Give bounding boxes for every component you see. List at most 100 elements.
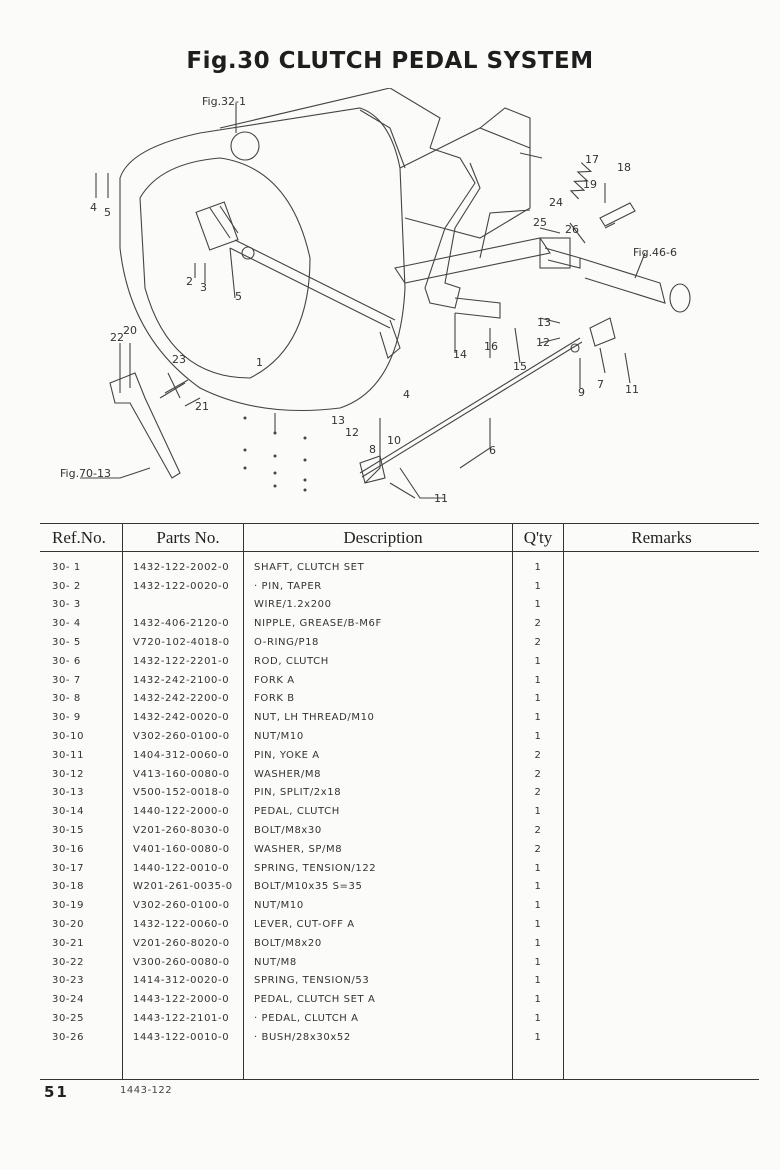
- ref-no-cell: 30-11: [52, 749, 85, 761]
- callout: 25: [533, 216, 547, 229]
- parts-no-cell: V413-160-0080-0: [122, 764, 244, 784]
- callout: 2: [186, 275, 193, 288]
- remarks-cell: [563, 821, 759, 840]
- parts-no-cell: 1432-242-0020-0: [122, 708, 244, 728]
- description-cell: WIRE/1.2x200: [243, 595, 513, 615]
- parts-no-cell: V401-160-0080-0: [122, 839, 244, 859]
- parts-no-cell: 1404-312-0060-0: [122, 745, 244, 765]
- callout: 12: [536, 336, 550, 349]
- qty-cell: 1: [512, 1009, 564, 1028]
- description-cell: PIN, YOKE A: [243, 745, 513, 765]
- description-cell: SPRING, TENSION/53: [243, 971, 513, 991]
- description-cell: NUT/M8: [243, 952, 513, 972]
- callout: 22: [110, 331, 124, 344]
- callout: 26: [565, 223, 579, 236]
- remarks-cell: [563, 651, 759, 671]
- description-cell: LEVER, CUT-OFF A: [243, 915, 513, 934]
- callout: 9: [578, 386, 585, 399]
- figure-title: Fig.30 CLUTCH PEDAL SYSTEM: [186, 48, 594, 74]
- parts-no-cell: W201-261-0035-0: [122, 877, 244, 897]
- parts-no-cell: 1443-122-0010-0: [122, 1027, 244, 1047]
- callout: 5: [235, 290, 242, 303]
- ref-no-cell: 30- 6: [52, 655, 81, 667]
- qty-cell: 1: [512, 558, 564, 577]
- ref-no-cell: 30-22: [52, 956, 85, 968]
- remarks-cell: [563, 783, 759, 803]
- ref-no-cell: 30-21: [52, 937, 85, 949]
- table-end-row: [40, 1046, 759, 1080]
- ref-no-cell: 30-17: [52, 862, 85, 874]
- parts-no-cell: V201-260-8020-0: [122, 933, 244, 953]
- remarks-cell: [563, 595, 759, 615]
- qty-cell: 1: [512, 689, 564, 709]
- header-ref-no: Ref.No.: [40, 523, 123, 552]
- description-cell: FORK A: [243, 670, 513, 690]
- description-cell: PEDAL, CLUTCH SET A: [243, 990, 513, 1010]
- remarks-cell: [563, 633, 759, 652]
- parts-no-cell: [122, 595, 244, 615]
- parts-no-cell: 1432-122-2002-0: [122, 558, 244, 577]
- parts-no-cell: 1440-122-0010-0: [122, 858, 244, 878]
- callout-numbers: 4 5 2 3 5 1 17 18 19 24 25 26 13 12 14 1…: [90, 153, 639, 505]
- qty-cell: 2: [512, 821, 564, 840]
- ref-no-cell: 30-25: [52, 1013, 85, 1025]
- callout: 14: [453, 348, 467, 361]
- parts-no-cell: 1432-122-0020-0: [122, 576, 244, 596]
- ref-no-cell: 30-15: [52, 825, 85, 837]
- description-cell: ROD, CLUTCH: [243, 651, 513, 671]
- qty-cell: 1: [512, 595, 564, 615]
- description-cell: · BUSH/28x30x52: [243, 1027, 513, 1047]
- qty-cell: 1: [512, 971, 564, 991]
- header-qty: Q'ty: [512, 523, 564, 552]
- qty-cell: 2: [512, 764, 564, 784]
- callout: 23: [172, 353, 186, 366]
- ref-no-cell: 30-19: [52, 900, 85, 912]
- description-cell: NUT, LH THREAD/M10: [243, 708, 513, 728]
- description-cell: BOLT/M10x35 S=35: [243, 877, 513, 897]
- table-header-row: Ref.No. Parts No. Description Q'ty Remar…: [40, 523, 759, 552]
- ref-no-cell: 30-18: [52, 881, 85, 893]
- header-description: Description: [243, 523, 513, 552]
- ref-no-cell: 30-20: [52, 919, 85, 931]
- description-cell: SHAFT, CLUTCH SET: [243, 558, 513, 577]
- remarks-cell: [563, 708, 759, 728]
- remarks-cell: [563, 689, 759, 709]
- description-cell: · PIN, TAPER: [243, 576, 513, 596]
- callout: 12: [345, 426, 359, 439]
- ref-fig32-label: Fig.32-1: [202, 95, 246, 108]
- parts-table: Ref.No. Parts No. Description Q'ty Remar…: [40, 523, 759, 1080]
- parts-no-cell: V300-260-0080-0: [122, 952, 244, 972]
- qty-cell: 1: [512, 802, 564, 822]
- description-cell: O-RING/P18: [243, 633, 513, 652]
- qty-cell: 1: [512, 933, 564, 953]
- ref-no-cell: 30-14: [52, 806, 85, 818]
- remarks-cell: [563, 915, 759, 934]
- qty-cell: 1: [512, 915, 564, 934]
- remarks-cell: [563, 802, 759, 822]
- parts-no-cell: V302-260-0100-0: [122, 727, 244, 746]
- description-cell: BOLT/M8x20: [243, 933, 513, 953]
- remarks-cell: [563, 971, 759, 991]
- remarks-cell: [563, 858, 759, 878]
- parts-no-cell: V500-152-0018-0: [122, 783, 244, 803]
- ref-no-cell: 30- 8: [52, 693, 81, 705]
- ref-fig46-label: Fig.46-6: [633, 246, 677, 259]
- exploded-parts-diagram: Fig.32-1 Fig.46-6 Fig.70-13 4 5 2 3 5 1 …: [60, 88, 691, 505]
- ref-no-cell: 30- 5: [52, 637, 81, 649]
- housing-outline: [119, 107, 406, 412]
- ref-no-cell: 30- 2: [52, 580, 81, 592]
- callout: 17: [585, 153, 599, 166]
